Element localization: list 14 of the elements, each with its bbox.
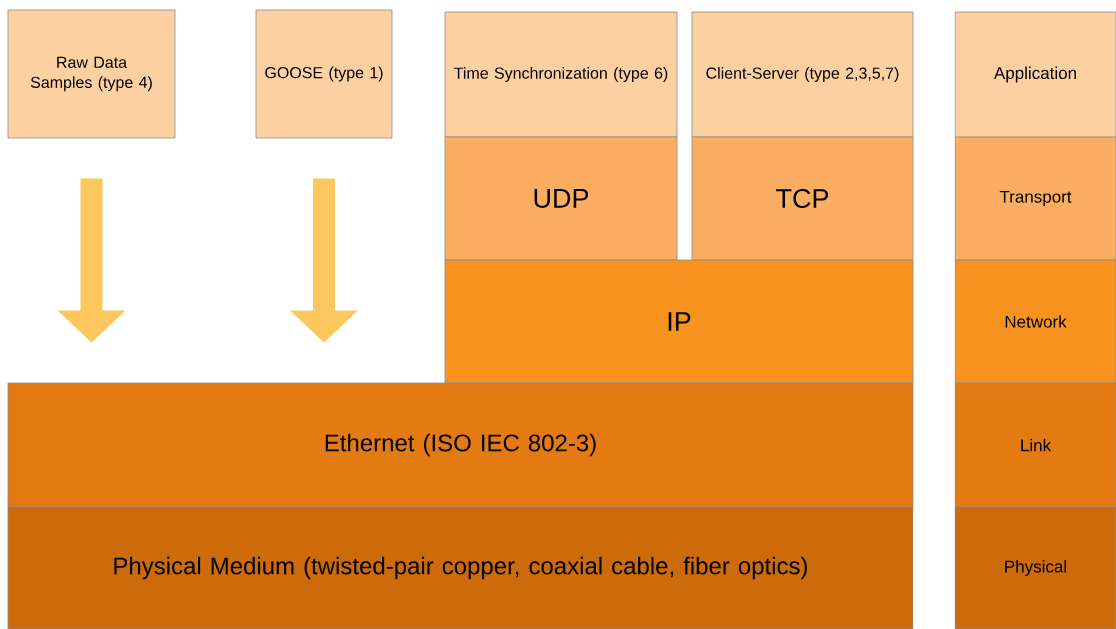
model-layer-box: Application — [954, 11, 1116, 138]
layer-box: Time Synchronization (type 6) — [444, 11, 678, 138]
layer-box: Physical Medium (twisted-pair copper, coaxial cable, fiber optics) — [7, 506, 914, 629]
layer-box: Ethernet (ISO IEC 802-3) — [7, 382, 914, 508]
model-layer-box: Transport — [954, 136, 1116, 261]
layer-box: TCP — [691, 136, 914, 261]
layer-box: Client-Server (type 2,3,5,7) — [691, 11, 914, 138]
model-layer-box: Link — [954, 382, 1116, 508]
layer-box: Raw Data Samples (type 4) — [7, 9, 176, 139]
layer-box: IP — [444, 259, 914, 384]
model-layer-box: Network — [954, 259, 1116, 384]
model-layer-box: Physical — [954, 506, 1116, 629]
layer-box: GOOSE (type 1) — [255, 9, 393, 139]
layer-box: UDP — [444, 136, 678, 261]
